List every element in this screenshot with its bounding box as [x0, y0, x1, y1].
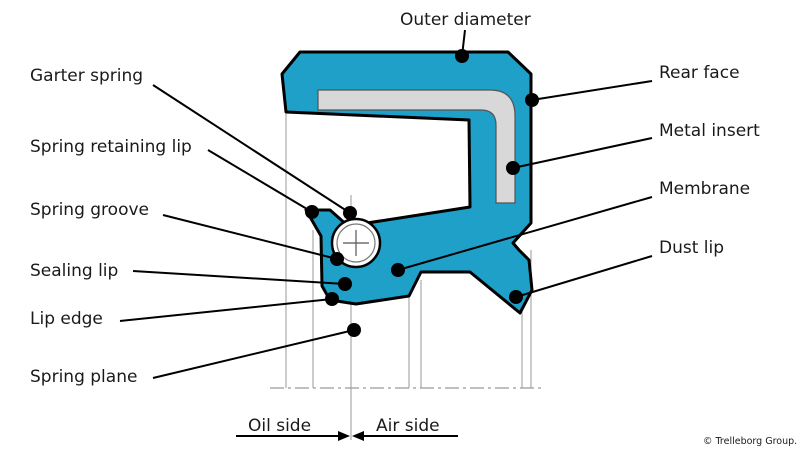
leader-rear-face: [531, 80, 653, 101]
label-garter-spring: Garter spring: [30, 66, 143, 86]
label-spring-plane: Spring plane: [30, 367, 137, 387]
leader-membrane: [397, 196, 653, 271]
label-spring-groove: Spring groove: [30, 200, 149, 220]
leader-sealing-lip: [132, 270, 346, 285]
copyright-text: © Trelleborg Group.: [703, 436, 797, 447]
label-dust-lip: Dust lip: [659, 238, 724, 258]
dot-spring-groove: [330, 252, 344, 266]
dot-spring-retaining-lip: [305, 205, 319, 219]
dot-lip-edge: [325, 292, 339, 306]
label-metal-insert: Metal insert: [659, 121, 760, 141]
metal-insert-shape: [317, 89, 516, 204]
dot-dust-lip: [509, 290, 523, 304]
oil-side-arrow-icon: [338, 431, 350, 441]
dot-outer-diameter: [455, 49, 469, 63]
leader-spring-plane: [152, 329, 355, 379]
leader-dots: [305, 49, 539, 337]
dot-rear-face: [525, 93, 539, 107]
dot-sealing-lip: [338, 277, 352, 291]
label-air-side: Air side: [376, 416, 440, 436]
leader-lines: [119, 29, 653, 379]
leader-garter-spring: [152, 84, 351, 214]
dot-metal-insert: [506, 161, 520, 175]
leader-lip-edge: [119, 298, 333, 322]
leader-dust-lip: [515, 255, 653, 298]
garter-spring-shape: [330, 217, 382, 269]
air-side-arrow-icon: [352, 431, 364, 441]
label-rear-face: Rear face: [659, 63, 740, 83]
label-oil-side: Oil side: [248, 416, 311, 436]
label-membrane: Membrane: [659, 179, 750, 199]
dot-membrane: [391, 263, 405, 277]
dot-spring-plane: [347, 323, 361, 337]
leader-spring-retaining-lip: [207, 149, 313, 213]
leader-metal-insert: [512, 137, 653, 169]
leader-spring-groove: [162, 214, 338, 260]
label-sealing-lip: Sealing lip: [30, 261, 118, 281]
dot-garter-spring: [343, 206, 357, 220]
side-indicator: Oil side Air side: [236, 416, 458, 441]
label-lip-edge: Lip edge: [30, 309, 103, 329]
label-outer-diameter: Outer diameter: [400, 10, 531, 30]
label-spring-retaining-lip: Spring retaining lip: [30, 137, 192, 157]
